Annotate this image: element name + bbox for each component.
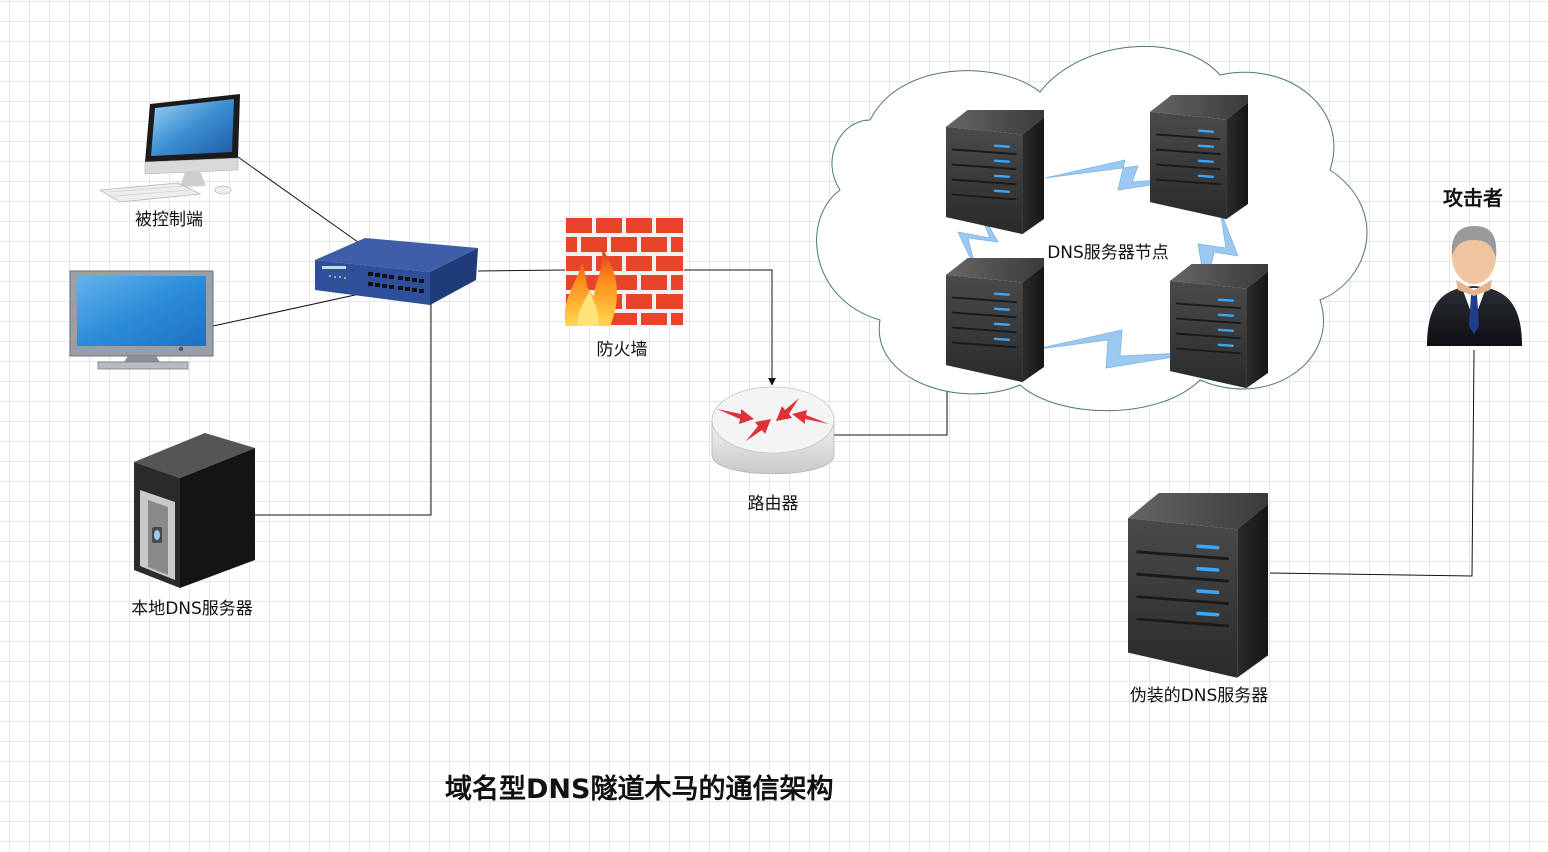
network-switch-icon bbox=[315, 238, 478, 305]
controlled-computer-icon bbox=[98, 94, 240, 203]
link-monitor-switch bbox=[212, 289, 379, 327]
link-computer-switch bbox=[237, 156, 373, 253]
dns-server-node-4 bbox=[1168, 262, 1270, 390]
dns-server-node-2 bbox=[1148, 93, 1250, 221]
router-icon bbox=[711, 386, 835, 475]
link-attacker-fakedns bbox=[1269, 349, 1475, 577]
local-dns-server-label: 本地DNS服务器 bbox=[131, 599, 253, 619]
firewall-icon bbox=[564, 216, 684, 326]
flame-icon bbox=[564, 248, 617, 326]
attacker-icon bbox=[1427, 226, 1522, 346]
fake-dns-server-label: 伪装的DNS服务器 bbox=[1129, 686, 1269, 706]
dns-nodes-label: DNS服务器节点 bbox=[1047, 243, 1169, 263]
controlled-host-label: 被控制端 bbox=[135, 210, 203, 230]
fake-dns-server bbox=[1126, 491, 1270, 680]
dns-cloud bbox=[816, 45, 1368, 412]
monitor-icon bbox=[69, 270, 214, 370]
router-label: 路由器 bbox=[747, 494, 799, 514]
link-firewall-router bbox=[684, 269, 776, 386]
dns-server-node-3 bbox=[944, 256, 1046, 384]
link-localdns-switch bbox=[255, 298, 432, 516]
diagram-title: 域名型DNS隧道木马的通信架构 bbox=[445, 774, 834, 805]
firewall-label: 防火墙 bbox=[596, 340, 648, 360]
dns-server-node-1 bbox=[944, 108, 1046, 236]
local-dns-server-icon bbox=[134, 433, 255, 588]
attacker-label: 攻击者 bbox=[1443, 186, 1503, 210]
link-switch-firewall bbox=[477, 269, 566, 272]
connectors bbox=[212, 156, 1475, 577]
